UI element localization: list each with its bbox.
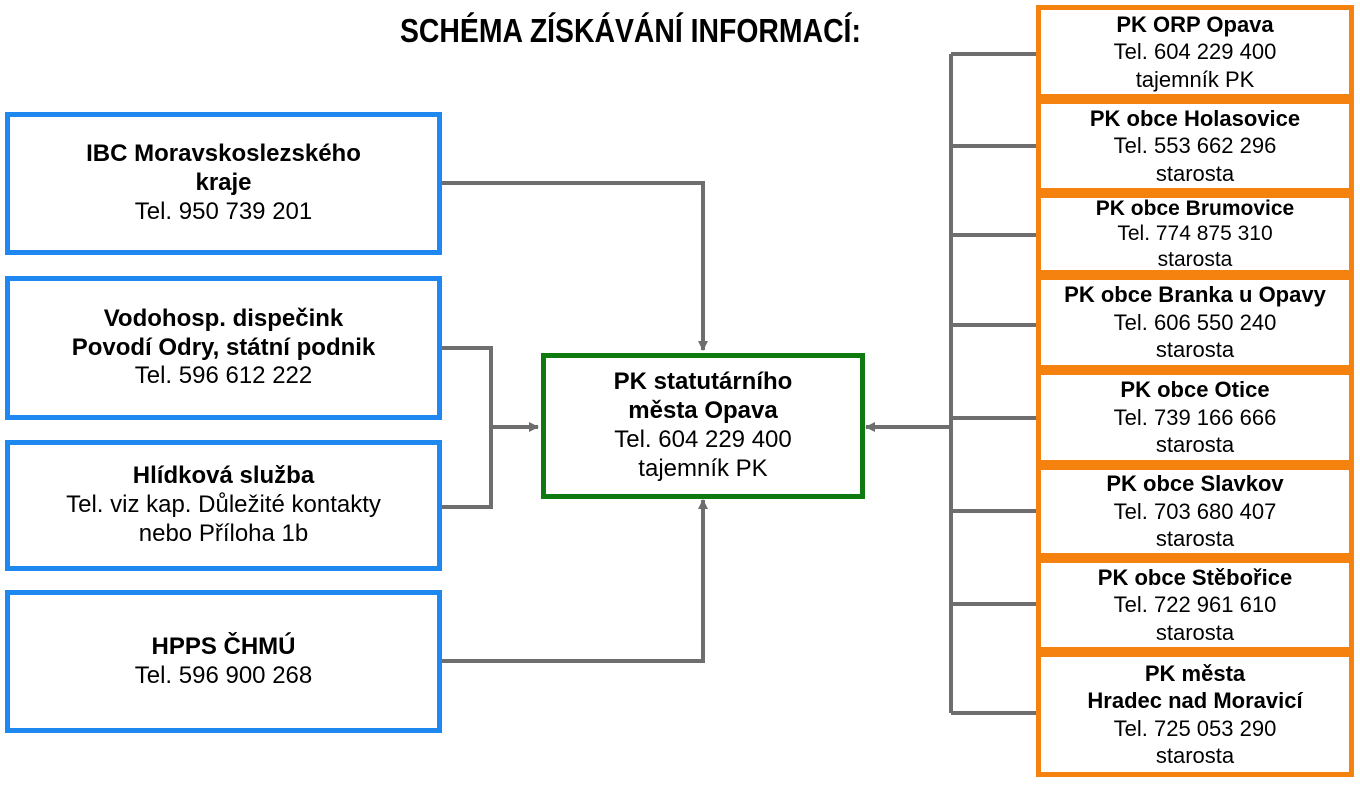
node-center-name-2: města Opava	[628, 397, 778, 425]
node-orp-opava: PK ORP Opava Tel. 604 229 400 tajemník P…	[1036, 5, 1354, 99]
node-slavkov-name: PK obce Slavkov	[1106, 471, 1284, 497]
node-hradec-name-1: PK města	[1144, 660, 1246, 686]
node-brumovice: PK obce Brumovice Tel. 774 875 310 staro…	[1036, 193, 1354, 275]
node-orp-role: tajemník PK	[1135, 66, 1255, 92]
node-vodohosp-name-1: Vodohosp. dispečink	[103, 304, 344, 332]
node-center-name-1: PK statutárního	[613, 368, 793, 396]
node-steborice-role: starosta	[1155, 619, 1235, 645]
node-steborice-phone: Tel. 722 961 610	[1113, 592, 1277, 618]
node-holasovice-role: starosta	[1155, 160, 1235, 186]
node-center-phone: Tel. 604 229 400	[614, 426, 792, 453]
node-ibc-phone: Tel. 950 739 201	[134, 197, 313, 225]
node-hpps: HPPS ČHMÚ Tel. 596 900 268	[5, 590, 442, 733]
node-hradec: PK města Hradec nad Moravicí Tel. 725 05…	[1036, 652, 1354, 777]
node-branka: PK obce Branka u Opavy Tel. 606 550 240 …	[1036, 275, 1354, 370]
node-ibc: IBC Moravskoslezského kraje Tel. 950 739…	[5, 112, 442, 255]
node-slavkov-role: starosta	[1155, 526, 1235, 552]
node-brumovice-role: starosta	[1157, 247, 1233, 271]
node-branka-name: PK obce Branka u Opavy	[1064, 282, 1326, 308]
diagram-title: SCHÉMA ZÍSKÁVÁNÍ INFORMACÍ:	[400, 12, 861, 49]
node-brumovice-name: PK obce Brumovice	[1095, 197, 1295, 221]
node-center-opava: PK statutárního města Opava Tel. 604 229…	[541, 353, 865, 499]
node-brumovice-phone: Tel. 774 875 310	[1117, 222, 1273, 246]
node-hlidkova-name: Hlídková služba	[132, 462, 315, 490]
node-vodohosp: Vodohosp. dispečink Povodí Odry, státní …	[5, 276, 442, 420]
node-orp-name: PK ORP Opava	[1116, 11, 1274, 37]
node-steborice-name: PK obce Stěbořice	[1097, 564, 1293, 590]
node-holasovice-phone: Tel. 553 662 296	[1113, 133, 1277, 159]
connector-vodohosp	[440, 346, 493, 509]
node-ibc-name-2: kraje	[195, 169, 252, 197]
node-steborice: PK obce Stěbořice Tel. 722 961 610 staro…	[1036, 558, 1354, 652]
connector-hpps	[440, 499, 708, 663]
node-branka-role: starosta	[1155, 337, 1235, 363]
connector-ibc	[440, 181, 708, 351]
node-slavkov-phone: Tel. 703 680 407	[1113, 498, 1277, 524]
node-branka-phone: Tel. 606 550 240	[1113, 309, 1277, 335]
node-vodohosp-phone: Tel. 596 612 222	[134, 362, 313, 390]
node-center-role: tajemník PK	[638, 454, 768, 482]
node-hradec-name-2: Hradec nad Moravicí	[1087, 688, 1303, 713]
node-otice-phone: Tel. 739 166 666	[1113, 404, 1277, 430]
node-hradec-phone: Tel. 725 053 290	[1113, 715, 1277, 741]
node-otice-role: starosta	[1155, 432, 1235, 458]
node-hlidkova-extra: nebo Příloha 1b	[138, 519, 309, 547]
node-hpps-name: HPPS ČHMÚ	[151, 632, 296, 660]
node-holasovice: PK obce Holasovice Tel. 553 662 296 star…	[1036, 99, 1354, 193]
node-ibc-name-1: IBC Moravskoslezského	[86, 140, 361, 168]
node-slavkov: PK obce Slavkov Tel. 703 680 407 starost…	[1036, 465, 1354, 558]
node-otice-name: PK obce Otice	[1120, 377, 1270, 403]
node-hlidkova-phone: Tel. viz kap. Důležité kontakty	[66, 491, 381, 519]
node-vodohosp-name-2: Povodí Odry, státní podnik	[71, 333, 376, 361]
node-otice: PK obce Otice Tel. 739 166 666 starosta	[1036, 370, 1354, 465]
node-hpps-phone: Tel. 596 900 268	[134, 661, 313, 689]
node-hradec-role: starosta	[1155, 743, 1235, 768]
node-holasovice-name: PK obce Holasovice	[1089, 105, 1301, 131]
node-hlidkova: Hlídková služba Tel. viz kap. Důležité k…	[5, 440, 442, 571]
node-orp-phone: Tel. 604 229 400	[1113, 39, 1277, 65]
